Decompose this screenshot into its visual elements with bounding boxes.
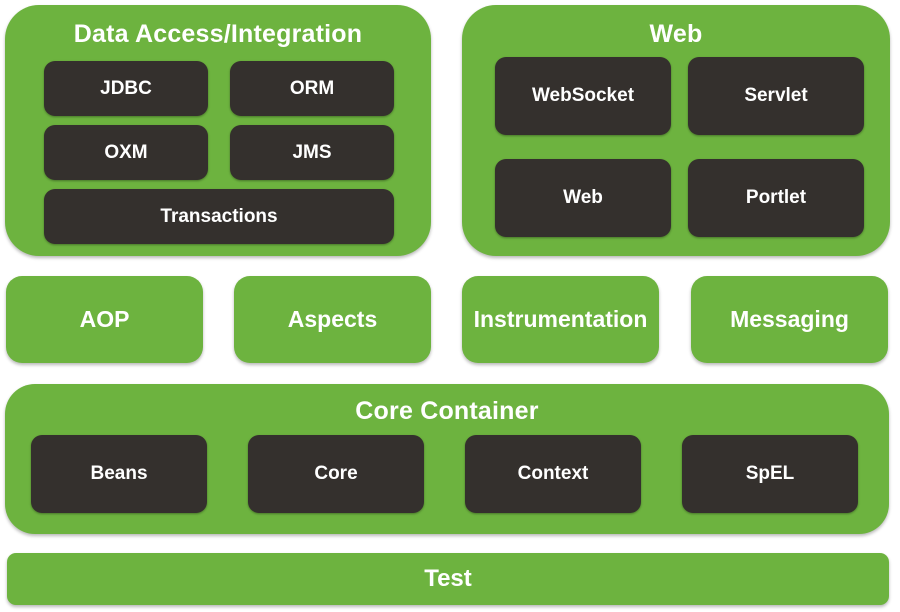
web-panel-title: Web <box>649 20 703 48</box>
web-panel: Web WebSocket Servlet Web Portlet <box>462 5 890 256</box>
core-module: Core <box>248 435 424 513</box>
aop-module: AOP <box>6 276 203 363</box>
beans-module: Beans <box>31 435 207 513</box>
instrumentation-module: Instrumentation <box>462 276 659 363</box>
servlet-module: Servlet <box>688 57 864 135</box>
transactions-module: Transactions <box>44 189 394 244</box>
core-container-title: Core Container <box>355 397 539 425</box>
jms-module: JMS <box>230 125 394 180</box>
portlet-module: Portlet <box>688 159 864 237</box>
messaging-module: Messaging <box>691 276 888 363</box>
oxm-module: OXM <box>44 125 208 180</box>
data-access-integration-panel: Data Access/Integration JDBC ORM OXM JMS… <box>5 5 431 256</box>
orm-module: ORM <box>230 61 394 116</box>
context-module: Context <box>465 435 641 513</box>
aspects-module: Aspects <box>234 276 431 363</box>
jdbc-module: JDBC <box>44 61 208 116</box>
web-module: Web <box>495 159 671 237</box>
data-access-integration-title: Data Access/Integration <box>73 20 363 48</box>
core-container-panel: Core Container Beans Core Context SpEL <box>5 384 889 534</box>
test-module: Test <box>7 553 889 605</box>
websocket-module: WebSocket <box>495 57 671 135</box>
spel-module: SpEL <box>682 435 858 513</box>
